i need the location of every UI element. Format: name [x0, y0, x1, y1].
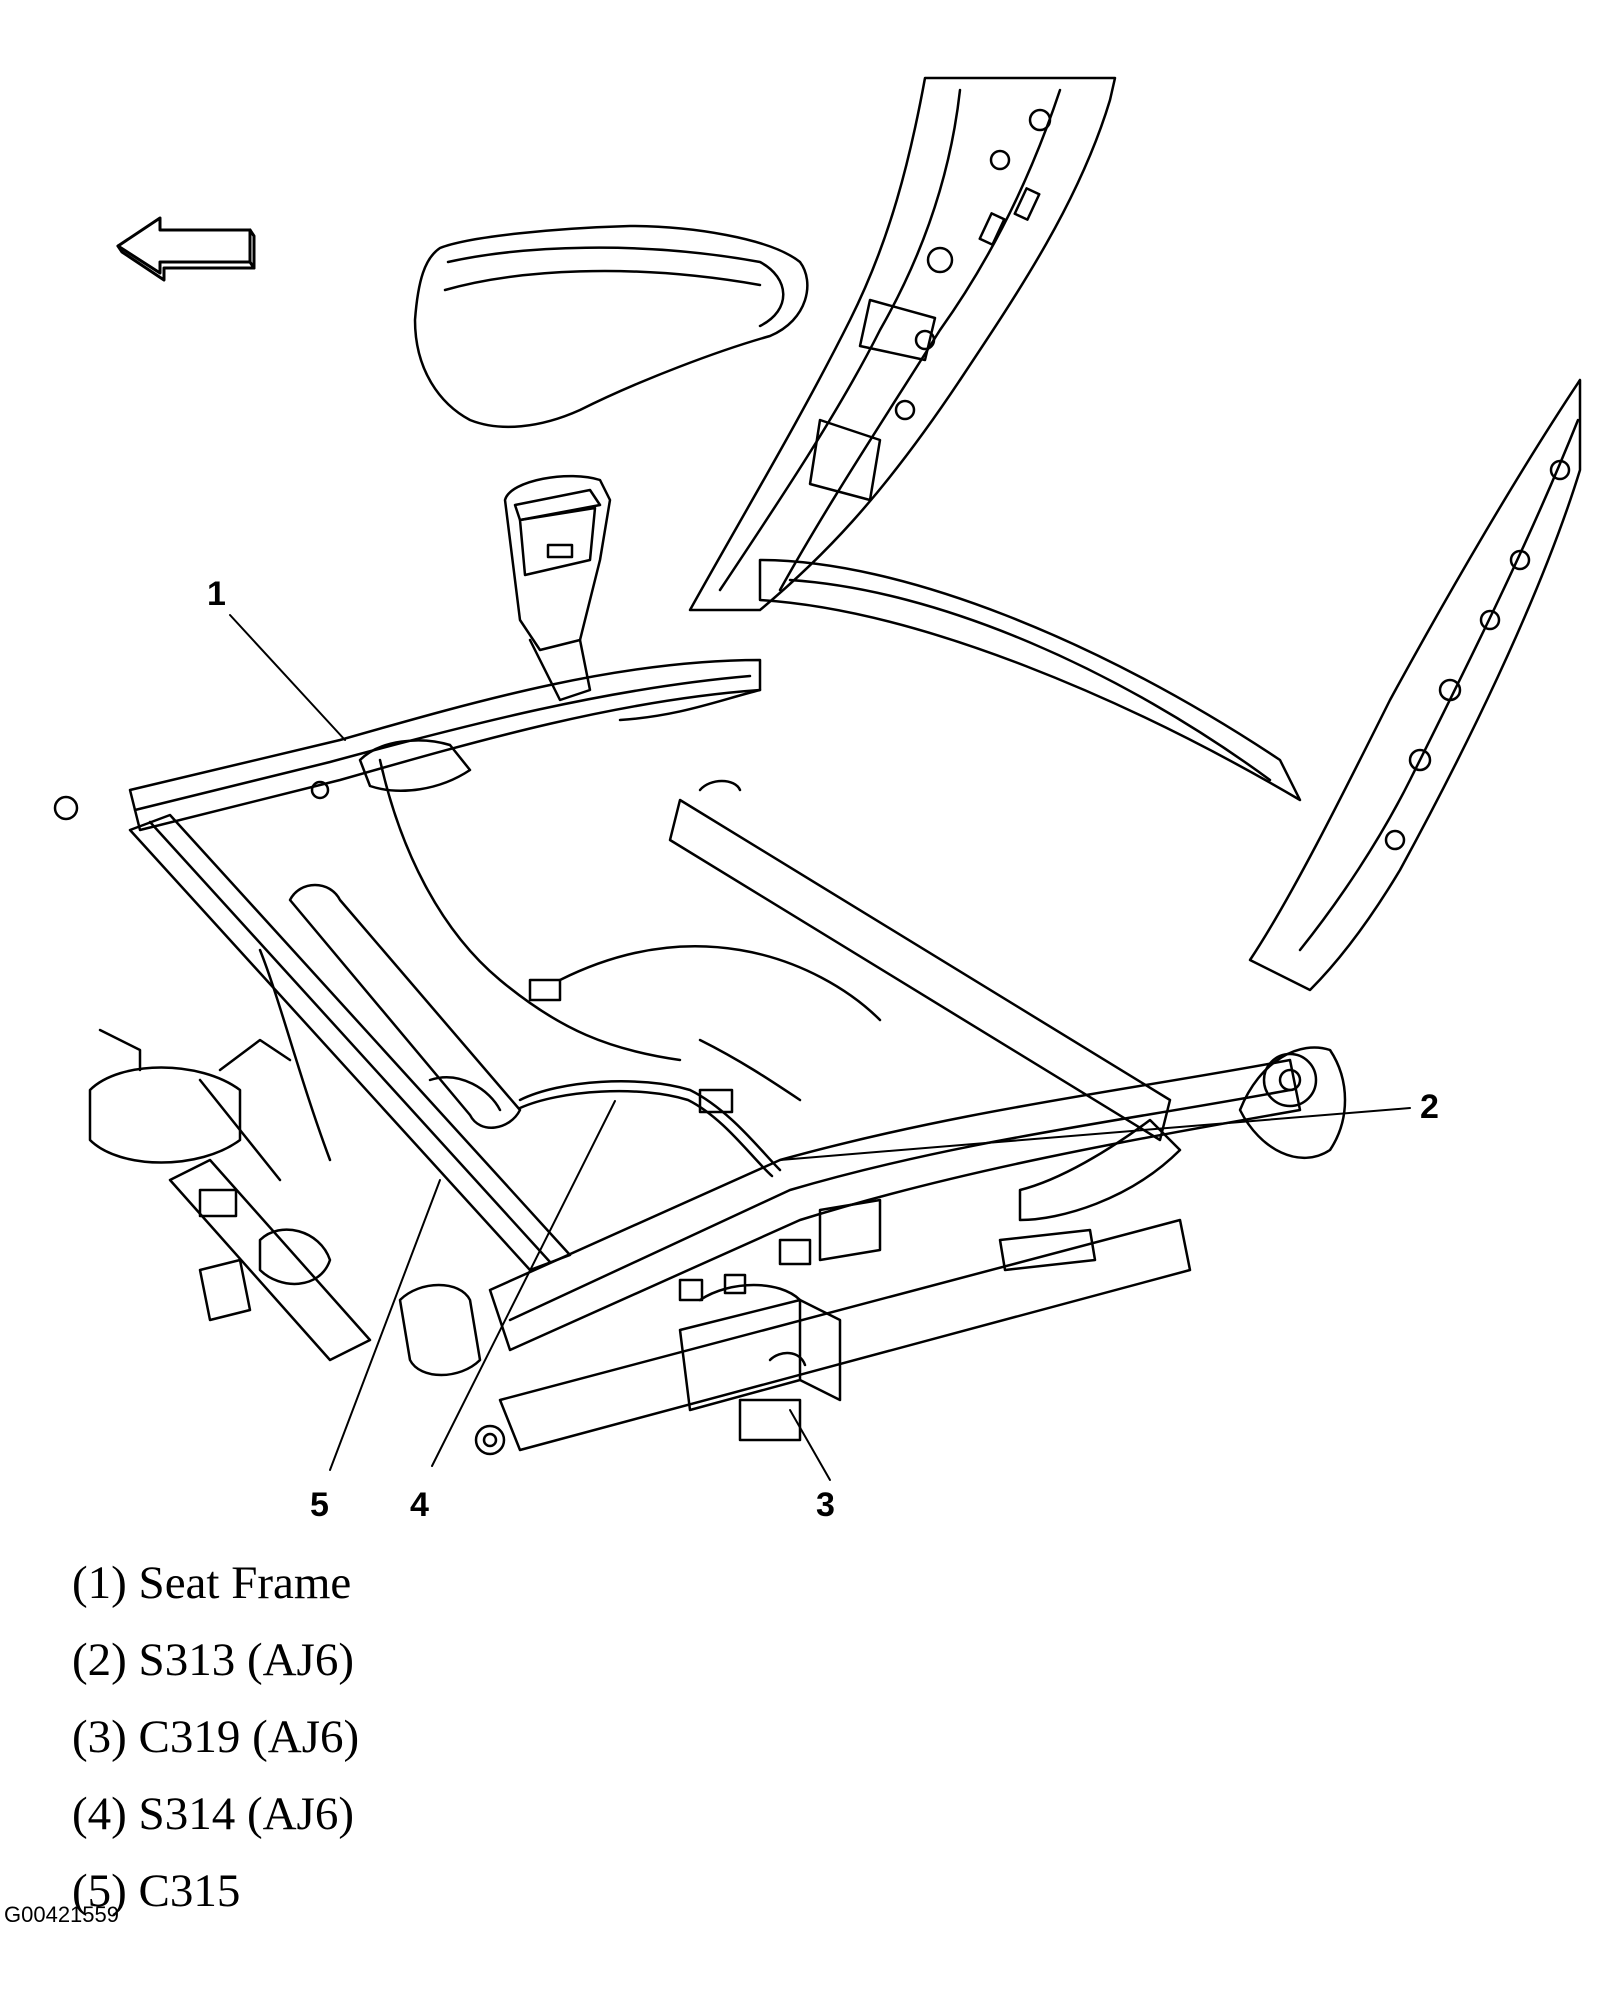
seat-belt-buckle [503, 474, 612, 702]
leader-lines [229, 614, 1411, 1481]
callout-1: 1 [207, 575, 226, 613]
callout-5: 5 [310, 1486, 329, 1524]
legend: (1) Seat Frame (2) S313 (AJ6) (3) C319 (… [72, 1545, 359, 1930]
wiring-harness [98, 758, 882, 1218]
callout-4: 4 [410, 1486, 429, 1524]
legend-item-s314: (4) S314 (AJ6) [72, 1788, 354, 1840]
seat-switch-module [678, 1198, 882, 1442]
legend-item-c319: (3) C319 (AJ6) [72, 1711, 360, 1763]
seatback-frame [688, 76, 1582, 992]
seat-frame-front-rail [474, 1046, 1347, 1456]
seat-frame-side-rail [53, 658, 762, 832]
seat-frame-drawing [53, 76, 1582, 1481]
seat-adjuster-motors [88, 1038, 482, 1377]
headrest [413, 224, 809, 429]
figure-id: G00421559 [4, 1902, 119, 1927]
legend-item-c315: (5) C315 [72, 1865, 241, 1917]
callout-3: 3 [816, 1486, 835, 1524]
legend-item-s313: (2) S313 (AJ6) [72, 1634, 354, 1686]
legend-item-seat-frame: (1) Seat Frame [72, 1557, 352, 1609]
callout-2: 2 [1420, 1088, 1439, 1126]
arrow-left-icon [116, 216, 256, 282]
